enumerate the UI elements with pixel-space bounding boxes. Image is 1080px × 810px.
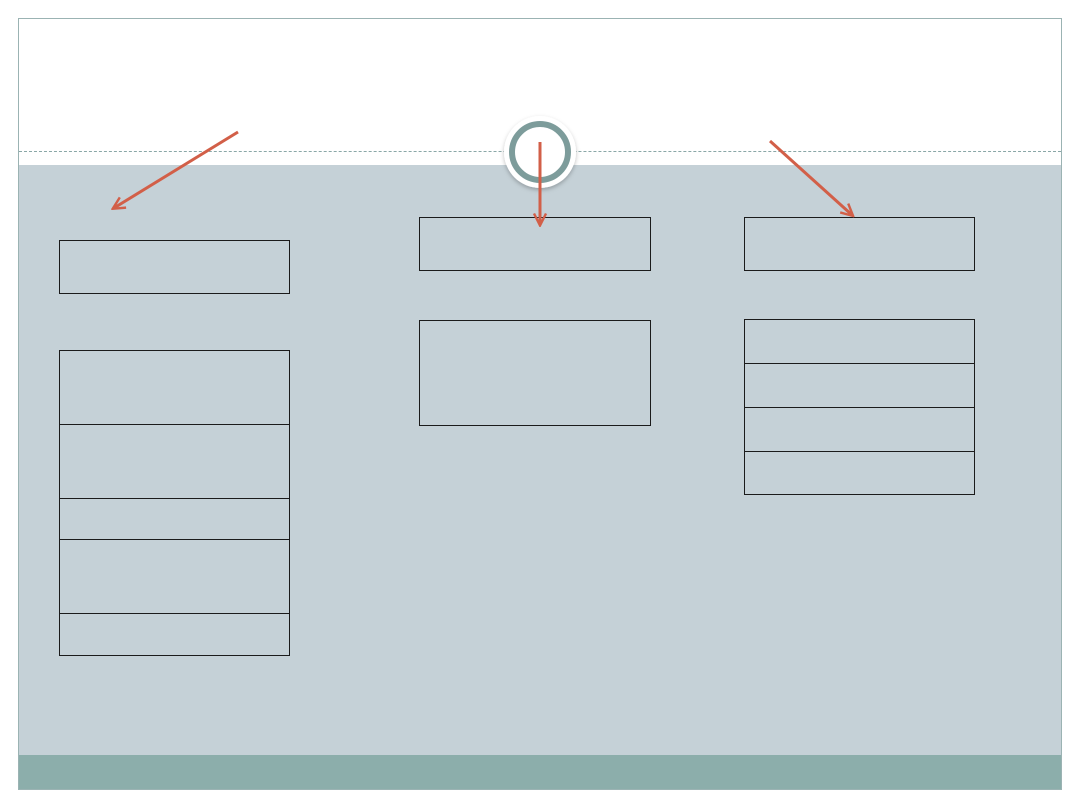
right-item-1 [745, 320, 974, 364]
right-header-box [744, 217, 975, 271]
left-header-box [59, 240, 290, 294]
center-detail-box [419, 320, 651, 426]
right-item-stack [744, 319, 975, 495]
body-panel [19, 165, 1061, 755]
arrow-to-left [114, 130, 239, 208]
left-item-3 [60, 499, 289, 540]
left-item-1 [60, 351, 289, 425]
arrow-to-right [768, 139, 852, 215]
footer-band [19, 755, 1061, 789]
left-item-stack [59, 350, 290, 656]
right-item-3 [745, 408, 974, 452]
right-item-2 [745, 364, 974, 408]
left-item-4 [60, 540, 289, 614]
left-item-2 [60, 425, 289, 499]
